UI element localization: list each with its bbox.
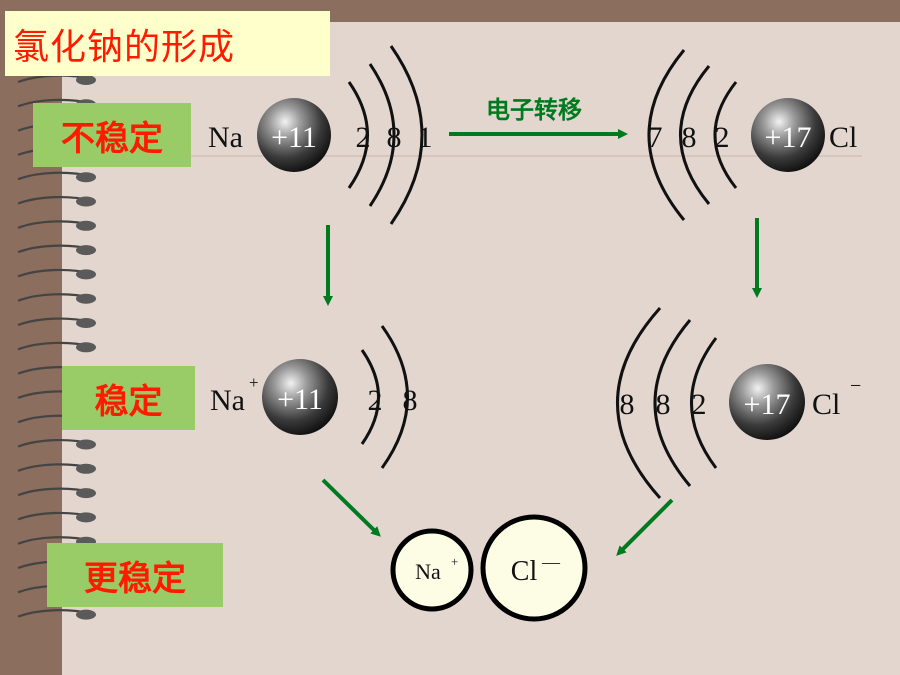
cl-ion-nucleus [729, 364, 805, 440]
na-atom-nucleus [257, 98, 331, 172]
spiral-hole [76, 269, 96, 280]
na-atom-shell-3 [389, 45, 424, 225]
cl-ion-electrons-shell-3: 2 [692, 388, 707, 421]
product-cl-symbol: Cl [511, 556, 538, 587]
product-na-charge: + [451, 554, 458, 569]
spiral-hole [76, 196, 96, 207]
na-atom-nucleus-charge: +11 [271, 121, 317, 154]
cl-atom-electrons-shell-1: 7 [648, 121, 663, 154]
na-atom-electrons-shell-2: 8 [387, 121, 402, 154]
spiral-hole [76, 293, 96, 304]
na-ion: Na + +11 2 8 [210, 325, 418, 469]
na-ion-symbol: Na [210, 384, 245, 417]
na-ion-shell-2 [380, 325, 409, 469]
stage-label-more-stable: 更稳定 [47, 543, 223, 607]
cl-atom-nucleus-charge: +17 [765, 121, 812, 154]
nacl-product: Na + Cl — [390, 514, 588, 622]
spiral-hole [76, 220, 96, 231]
cl-atom-symbol: Cl [829, 121, 857, 154]
cl-ion-shell-2 [653, 319, 692, 487]
spiral-hole [76, 488, 96, 499]
na-ion-charge: + [249, 373, 259, 392]
product-cl-charge: — [541, 552, 561, 572]
electron-transfer-label: 电子转移 [486, 96, 582, 124]
na-to-product-arrow [321, 478, 381, 537]
cl-atom-shell-2 [679, 65, 711, 205]
na-atom-electrons-shell-3: 1 [418, 121, 433, 154]
stage-label-unstable: 不稳定 [33, 103, 191, 167]
spiral-hole [76, 75, 96, 85]
spiral-hole [76, 342, 96, 353]
cl-atom-shell-3 [713, 81, 738, 189]
cl-ion-nucleus-charge: +17 [744, 388, 791, 421]
na-atom-symbol: Na [208, 121, 243, 154]
spiral-hole [76, 245, 96, 256]
slide-title: 氯化钠的形成 [5, 11, 330, 76]
stage-label-stable: 稳定 [62, 366, 195, 430]
cl-ion-electrons-shell-1: 8 [620, 388, 635, 421]
na-ion-electrons-shell-1: 2 [368, 384, 383, 417]
cl-ion-shell-1 [616, 307, 662, 499]
cl-atom-electrons-shell-2: 8 [682, 121, 697, 154]
cl-atom-nucleus [751, 98, 825, 172]
product-cl-ion [480, 514, 588, 622]
cl-ion-symbol: Cl [812, 388, 840, 421]
na-atom-electrons-shell-1: 2 [356, 121, 371, 154]
spiral-hole [76, 463, 96, 474]
cl-atom: 7 8 2 +17 Cl [647, 49, 857, 221]
cl-ion-electrons-shell-2: 8 [656, 388, 671, 421]
na-atom: Na +11 2 8 1 [208, 45, 433, 225]
cl-atom-shell-1 [647, 49, 686, 221]
na-atom-shell-2 [368, 63, 396, 207]
cl-atom-electrons-shell-3: 2 [715, 121, 730, 154]
spiral-hole [76, 609, 96, 620]
na-ion-electrons-shell-2: 8 [403, 384, 418, 417]
cl-ion: 8 8 2 +17 Cl − [616, 307, 861, 499]
na-ion-nucleus [262, 359, 338, 435]
cl-ion-charge: − [850, 375, 861, 397]
na-atom-shell-1 [347, 81, 369, 189]
na-ion-nucleus-charge: +11 [277, 383, 323, 416]
spiral-hole [76, 172, 96, 183]
product-na-symbol: Na [415, 559, 441, 584]
cl-to-product-arrow [616, 498, 674, 556]
na-ion-shell-1 [360, 349, 380, 445]
spiral-hole [76, 318, 96, 328]
spiral-hole [76, 439, 96, 450]
spiral-hole [76, 512, 96, 523]
cl-ion-shell-3 [690, 337, 718, 469]
product-na-ion [390, 528, 474, 612]
